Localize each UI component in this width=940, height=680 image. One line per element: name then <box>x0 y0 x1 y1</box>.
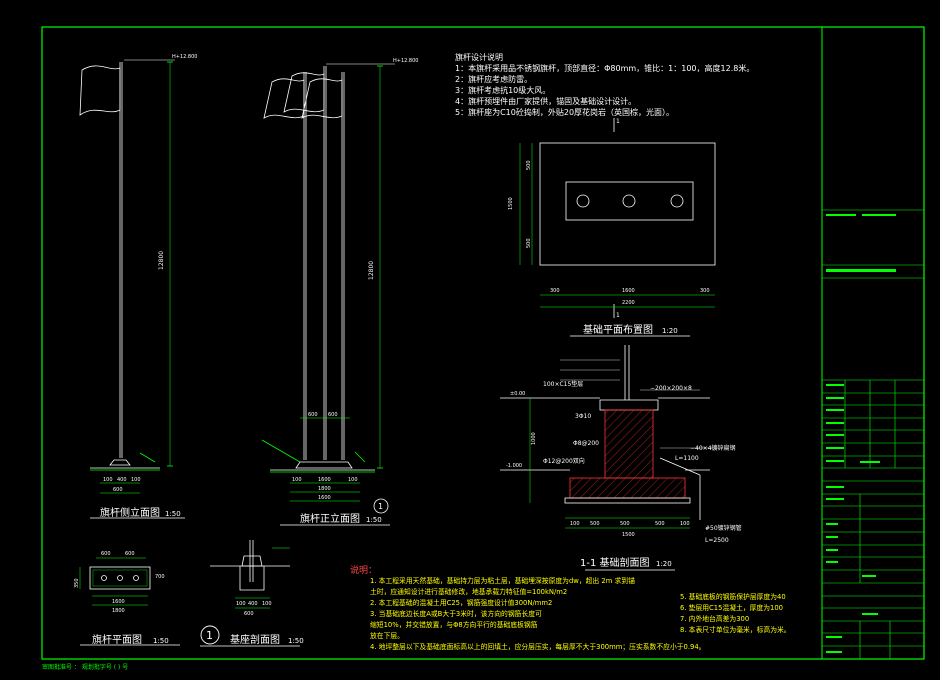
plan-title: 旗杆平面图 <box>92 633 142 646</box>
remark-3b: 缩短10%，并交错放置，与Φ8方向平行的基础底板钢筋 <box>370 621 538 629</box>
remark-1b: 土时，应通知设计进行基础修改，地基承载力特征值=100kN/m2 <box>370 588 568 596</box>
fdn-plan-dim-1500: 1500 <box>508 197 514 210</box>
side-dim-100b: 100 <box>131 477 141 483</box>
foundation-section <box>500 345 720 571</box>
fdn-sec-dim-500c: 500 <box>655 521 665 527</box>
front-circle-marker <box>373 498 389 514</box>
front-elevation <box>261 63 395 526</box>
fdn-section-scale: 1:20 <box>656 560 672 568</box>
side-dim-400: 400 <box>117 477 127 483</box>
remark-7: 7. 内外地台高差为300 <box>680 615 750 623</box>
remarks-label: 说明： <box>350 566 378 576</box>
fdn-sec-label-5: −200×200×8 <box>650 385 692 392</box>
front-dim-1800: 1800 <box>318 486 331 492</box>
remark-4: 4. 地坪整层以下及基础底面标高以上的回填土，应分层压实，每层厚不大于300mm… <box>370 643 706 651</box>
foundation-plan <box>519 118 716 337</box>
fdn-sec-dim-1100: L=1100 <box>675 455 699 462</box>
fdn-sec-elev-m1: -1.000 <box>506 463 522 469</box>
side-top-elev: H+12.800 <box>172 54 197 60</box>
plan-dim-600a: 600 <box>101 551 111 557</box>
title-block <box>822 209 924 659</box>
outer-frame <box>41 26 925 660</box>
fdn-sec-dim-1000: 1000 <box>531 432 537 445</box>
fdn-section-title: 1-1 基础剖面图 <box>580 556 650 569</box>
side-elev-scale: 1:50 <box>165 510 181 518</box>
base-circle-num: 1 <box>206 629 213 642</box>
fdn-plan-dim-300a: 300 <box>550 288 560 294</box>
fdn-plan-dim-2200: 2200 <box>622 300 635 306</box>
remark-3: 3. 当基础底边长度A或B大于3米时，该方向的钢筋长度可 <box>370 610 542 618</box>
front-dim-600a: 600 <box>308 412 318 418</box>
design-note-3: 3：旗杆考虑抗10级大风。 <box>455 86 551 95</box>
fdn-plan-cut-bottom: 1 <box>616 312 620 319</box>
plan-dim-1600: 1600 <box>112 599 125 605</box>
base-section <box>200 540 300 647</box>
fdn-sec-dim-100b: 100 <box>680 521 690 527</box>
fdn-sec-elev-0: ±0.00 <box>510 391 525 397</box>
plan-dim-600b: 600 <box>125 551 135 557</box>
fdn-sec-label-1: 100×C15垫层 <box>543 380 583 388</box>
footer-approval: 审图批准号 ： 规划批字号 ( ) 号 <box>42 664 129 671</box>
remark-1: 1. 本工程采用天然基础，基础持力层为粘土层，基础埋深按原度为dw，超出 2m … <box>370 577 635 585</box>
front-elev-title: 旗杆正立面图 <box>300 512 360 525</box>
design-note-5: 5：旗杆座为C10砼捣制，外贴20厚花岗岩（英国棕，光面）。 <box>455 108 675 117</box>
fdn-plan-title: 基础平面布置图 <box>583 323 653 336</box>
front-height-dim: 12800 <box>368 261 375 280</box>
side-dim-600: 600 <box>113 487 123 493</box>
design-notes: 旗杆设计说明 1：本旗杆采用品不锈钢旗杆，顶部直径：Φ80mm，锥比：1：100… <box>455 52 775 118</box>
plan-dim-350: 350 <box>74 578 80 588</box>
fdn-plan-scale: 1:20 <box>662 327 678 335</box>
fdn-sec-dim-2500: L=2500 <box>705 537 729 544</box>
side-elev-title: 旗杆侧立面图 <box>100 506 160 519</box>
fdn-plan-dim-300b: 300 <box>700 288 710 294</box>
side-dim-100a: 100 <box>103 477 113 483</box>
base-circle-marker <box>200 625 220 645</box>
base-dim-400: 400 <box>248 601 258 607</box>
plan-dim-700: 700 <box>155 574 165 580</box>
base-section-scale: 1:50 <box>288 637 304 645</box>
fdn-sec-label-7: #50镀锌钢管 <box>705 524 742 532</box>
design-note-1: 1：本旗杆采用品不锈钢旗杆，顶部直径：Φ80mm，锥比：1：100，高度12.8… <box>455 64 755 73</box>
design-note-4: 4：旗杆预埋件由厂家提供，锚固及基础设计设计。 <box>455 97 637 106</box>
side-height-dim: 12800 <box>158 251 165 270</box>
remark-8: 8. 本表尺寸单位为毫米，标高为米。 <box>680 626 791 634</box>
front-dim-1600a: 1600 <box>318 477 331 483</box>
plan-dim-1800: 1800 <box>112 608 125 614</box>
front-dim-100b: 100 <box>348 477 358 483</box>
fdn-sec-label-6: −40×4镀锌扁钢 <box>690 444 736 452</box>
fdn-sec-dim-500b: 500 <box>620 521 630 527</box>
front-dim-1600b: 1600 <box>318 495 331 501</box>
pole-plan <box>79 557 180 646</box>
remark-5: 5. 基础底板的钢筋保护层厚度为40 <box>680 593 786 601</box>
base-dim-600: 600 <box>244 611 254 617</box>
front-top-elev: H+12.800 <box>393 58 418 64</box>
fdn-sec-dim-1500: 1500 <box>622 532 635 538</box>
front-dim-100a: 100 <box>292 477 302 483</box>
plan-scale: 1:50 <box>153 637 169 645</box>
remark-3c: 放在下层。 <box>370 632 404 640</box>
base-dim-100a: 100 <box>236 601 246 607</box>
front-circle-num: 1 <box>378 502 383 511</box>
fdn-sec-dim-100a: 100 <box>570 521 580 527</box>
title-block-marks <box>826 214 896 653</box>
front-dim-600b: 600 <box>328 412 338 418</box>
fdn-plan-cut-top: 1 <box>616 118 620 125</box>
base-dim-100b: 100 <box>262 601 272 607</box>
fdn-sec-label-3: Φ8@200 <box>573 440 599 447</box>
fdn-sec-label-2: 3Φ10 <box>575 413 591 420</box>
fdn-plan-dim-500b: 500 <box>526 238 532 248</box>
front-elev-scale: 1:50 <box>366 516 382 524</box>
design-note-2: 2：旗杆应考虑防雷。 <box>455 75 533 84</box>
side-elevation <box>79 59 185 519</box>
fdn-sec-label-4: Φ12@200双向 <box>543 457 585 465</box>
remark-6: 6. 垫层用C15混凝土，厚度为100 <box>680 604 783 612</box>
fdn-plan-dim-500a: 500 <box>526 160 532 170</box>
remarks: 说明： 1. 本工程采用天然基础，基础持力层为粘土层，基础埋深按原度为dw，超出… <box>350 566 810 651</box>
remark-2: 2. 本工程基础的混凝土用C25，钢筋强度设计值300N/mm2 <box>370 599 553 607</box>
fdn-sec-dim-500a: 500 <box>590 521 600 527</box>
design-notes-title: 旗杆设计说明 <box>455 53 503 62</box>
fdn-plan-dim-1600: 1600 <box>622 288 635 294</box>
base-section-title: 基座剖面图 <box>230 633 280 646</box>
